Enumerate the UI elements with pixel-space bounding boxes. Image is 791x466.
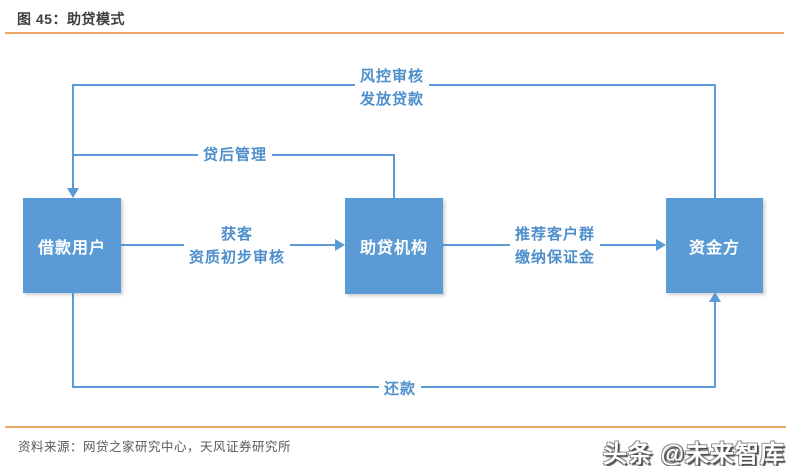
arrowhead-into-borrower-top (67, 188, 79, 198)
node-funder-label: 资金方 (688, 239, 740, 257)
edge-label-risk-review-line1: 风控审核 (359, 68, 425, 85)
edge-label-customer-acquisition: 获客 资质初步审核 (183, 223, 291, 269)
node-borrower-label: 借款用户 (37, 239, 106, 257)
watermark-toutiao-future-thinktank: 头条 @未来智库 (602, 441, 785, 466)
node-facilitator: 助贷机构 (345, 198, 443, 294)
edge-top-vertical-right (714, 84, 716, 198)
edge-label-repayment-text: 还款 (383, 380, 417, 398)
header-divider (5, 32, 784, 34)
node-borrower: 借款用户 (23, 198, 121, 293)
edge-label-risk-review-line2: 发放贷款 (359, 91, 425, 108)
arrowhead-into-funder (656, 239, 666, 251)
edge-postloan-vertical (393, 154, 395, 198)
arrowhead-into-funder-bottom (709, 292, 721, 302)
edge-repay-vertical-right (714, 301, 716, 387)
edge-label-postloan-mgmt: 贷后管理 (197, 143, 273, 167)
edge-label-recommend-deposit: 推荐客户群 缴纳保证金 (509, 223, 601, 269)
edge-label-customer-acquisition-line2: 资质初步审核 (188, 249, 286, 266)
edge-top-vertical-left (72, 84, 74, 190)
source-attribution: 资料来源：网贷之家研究中心，天风证券研究所 (18, 440, 292, 454)
edge-label-recommend-deposit-line2: 缴纳保证金 (514, 249, 596, 266)
edge-label-repayment: 还款 (378, 377, 422, 401)
footer-divider (5, 426, 786, 428)
figure-title: 图 45：助贷模式 (17, 11, 125, 27)
edge-label-recommend-deposit-line1: 推荐客户群 (514, 226, 596, 243)
node-funder: 资金方 (666, 198, 763, 293)
edge-label-risk-review: 风控审核 发放贷款 (354, 65, 430, 111)
node-facilitator-label: 助贷机构 (359, 240, 428, 257)
arrowhead-into-facilitator (335, 239, 345, 251)
edge-repay-vertical-left (72, 293, 74, 387)
edge-label-postloan-mgmt-text: 贷后管理 (202, 146, 268, 164)
edge-label-customer-acquisition-line1: 获客 (220, 226, 254, 243)
